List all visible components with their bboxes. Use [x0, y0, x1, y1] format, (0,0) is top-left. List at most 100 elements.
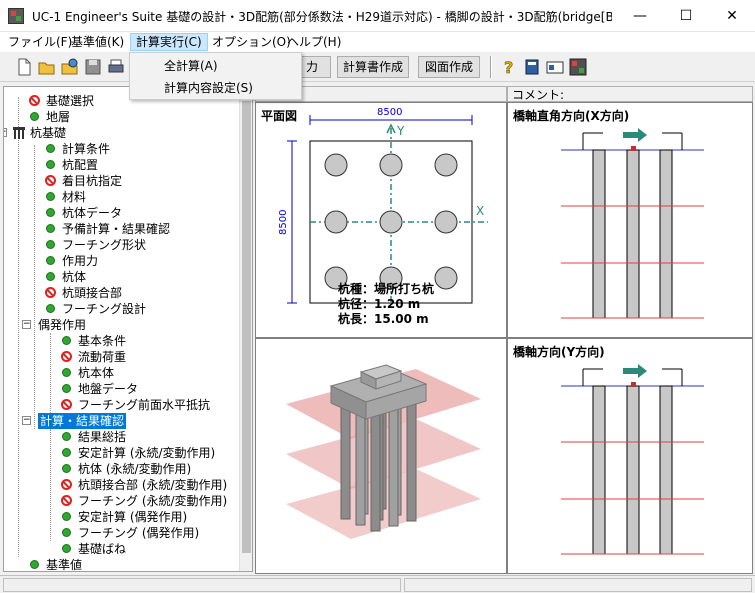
tree-collapse-toggle[interactable]: −: [22, 319, 31, 329]
tree-item[interactable]: 杭頭接合部 (永続/変動作用): [4, 477, 238, 493]
tree-item[interactable]: 杭配置: [4, 157, 238, 173]
toolbar: 力 計算書作成 図面作成 ?: [0, 52, 755, 82]
calculate-dropdown-menu: 全計算(A) 計算内容設定(S): [129, 52, 302, 100]
tree-item[interactable]: 杭体: [4, 269, 238, 285]
tree-item[interactable]: 杭体 (永続/変動作用): [4, 461, 238, 477]
version-info-icon[interactable]: [569, 58, 587, 76]
y-direction-view-panel: 橋軸方向(Y方向): [507, 338, 753, 574]
menu-options[interactable]: オプション(O): [212, 35, 291, 49]
new-file-icon[interactable]: [15, 58, 33, 76]
tree-item[interactable]: 結果総括: [4, 429, 238, 445]
maximize-button[interactable]: ☐: [679, 8, 693, 24]
menu-file[interactable]: ファイル(F): [8, 35, 73, 49]
tree-item[interactable]: 地層: [4, 109, 238, 125]
minimize-button[interactable]: —: [633, 8, 647, 24]
3d-view-panel[interactable]: [255, 338, 507, 574]
tree-item[interactable]: 基礎選択: [4, 93, 238, 109]
status-ok-icon: [46, 304, 55, 313]
help-question-icon[interactable]: ?: [500, 58, 518, 76]
3d-model-drawing[interactable]: [256, 339, 507, 574]
tree-item[interactable]: 着目杭指定: [4, 173, 238, 189]
tree-collapse-toggle[interactable]: −: [22, 415, 31, 425]
pile-right: [659, 149, 673, 319]
3d-pile-group: [340, 388, 417, 532]
height-dimension-label: 8500: [278, 210, 289, 235]
status-ok-icon: [62, 544, 71, 553]
tree-item[interactable]: 地盤データ: [4, 381, 238, 397]
manual-book-icon[interactable]: [523, 58, 541, 76]
menu-calculation-settings[interactable]: 計算内容設定(S): [164, 81, 253, 95]
tree-item[interactable]: −杭基礎: [4, 125, 238, 141]
save-disk-icon[interactable]: [84, 58, 102, 76]
tree-item[interactable]: 流動荷重: [4, 349, 238, 365]
tree-item[interactable]: 作用力: [4, 253, 238, 269]
pile-circle: [324, 153, 348, 177]
menu-calculate[interactable]: 計算実行(C): [130, 33, 208, 51]
tree-item[interactable]: フーチング形状: [4, 237, 238, 253]
tree-item[interactable]: フーチング設計: [4, 301, 238, 317]
status-ok-icon: [46, 224, 55, 233]
x-axis-label: X: [476, 204, 484, 218]
tree-item-label: 作用力: [62, 254, 99, 268]
tree-item-label: 杭体 (永続/変動作用): [78, 462, 192, 476]
tree-item[interactable]: 杭本体: [4, 365, 238, 381]
3d-pile-cylinder: [355, 404, 366, 526]
tree-item[interactable]: 安定計算 (永続/変動作用): [4, 445, 238, 461]
tree-item[interactable]: 基本条件: [4, 333, 238, 349]
create-drawing-button[interactable]: 図面作成: [418, 56, 480, 78]
pile-type-label: 杭種：場所打ち杭: [338, 281, 434, 296]
tree-item[interactable]: 予備計算・結果確認: [4, 221, 238, 237]
pile-circle: [379, 266, 403, 290]
status-ok-icon: [62, 432, 71, 441]
pile-length-label: 杭長：15.00 m: [338, 311, 429, 326]
plan-view-drawing: 8500 8500 Y X 杭種：場所打ち杭 杭径：1.20 m 杭長：15.0…: [278, 107, 488, 326]
target-pile-marker: [631, 382, 636, 387]
print-icon[interactable]: [107, 58, 125, 76]
menu-standard-values[interactable]: 基準値(K): [71, 35, 125, 49]
tree-scroll-thumb[interactable]: [242, 101, 251, 553]
pile-circle: [379, 210, 403, 234]
menu-run-all-calculation[interactable]: 全計算(A): [164, 59, 218, 73]
tree-item[interactable]: 基礎ばね: [4, 541, 238, 557]
status-ok-icon: [46, 144, 55, 153]
pile-circle: [434, 210, 458, 234]
footing-side-face-right: [365, 383, 427, 420]
tree-item[interactable]: 材料: [4, 189, 238, 205]
tree-item[interactable]: 安定計算 (偶発作用): [4, 509, 238, 525]
close-button[interactable]: ✕: [726, 8, 738, 24]
tree-scrollbar[interactable]: [239, 87, 252, 571]
tree-item-label: 杭配置: [62, 158, 99, 172]
open-recent-icon[interactable]: [61, 58, 79, 76]
tree-item[interactable]: フーチング (永続/変動作用): [4, 493, 238, 509]
tree-collapse-toggle[interactable]: −: [4, 128, 7, 137]
tree-item[interactable]: 杭頭接合部: [4, 285, 238, 301]
status-error-icon: [61, 399, 72, 410]
tree-item[interactable]: フーチング (偶発作用): [4, 525, 238, 541]
tree-item[interactable]: −計算・結果確認: [4, 413, 238, 429]
menu-help[interactable]: ヘルプ(H): [287, 35, 342, 49]
plan-view-panel: 平面図 8500 8500 Y X 杭種：場所打ち杭 杭径：1.20 m 杭長：…: [255, 102, 507, 338]
navigation-tree: 基準値基礎ばねフーチング (偶発作用)安定計算 (偶発作用)フーチング (永続/…: [3, 86, 253, 572]
tree-item[interactable]: −偶発作用: [4, 317, 238, 333]
y-axis-arrow: [386, 123, 396, 134]
status-cell-main: [3, 578, 401, 592]
calc-partial-button[interactable]: 力: [293, 56, 331, 78]
status-ok-icon: [46, 192, 55, 201]
open-folder-icon[interactable]: [38, 58, 56, 76]
status-cell-secondary: [404, 578, 752, 592]
tree-item[interactable]: フーチング前面水平抵抗: [4, 397, 238, 413]
mail-support-icon[interactable]: [546, 58, 564, 76]
tree-item-label: 流動荷重: [78, 350, 127, 364]
tree-item[interactable]: 杭体データ: [4, 205, 238, 221]
tree-item-label: 杭体データ: [62, 206, 123, 220]
tree-item[interactable]: 基準値: [4, 557, 238, 571]
plan-view-title: 平面図: [261, 109, 298, 123]
pier-side-face-right: [375, 370, 402, 390]
3d-pile-cylinder: [370, 410, 381, 532]
y-direction-title: 橋軸方向(Y方向): [513, 345, 605, 359]
pile-left: [592, 149, 606, 319]
create-report-button[interactable]: 計算書作成: [337, 56, 409, 78]
status-ok-icon: [62, 512, 71, 521]
tree-item-label: 杭本体: [78, 366, 115, 380]
tree-item[interactable]: 計算条件: [4, 141, 238, 157]
